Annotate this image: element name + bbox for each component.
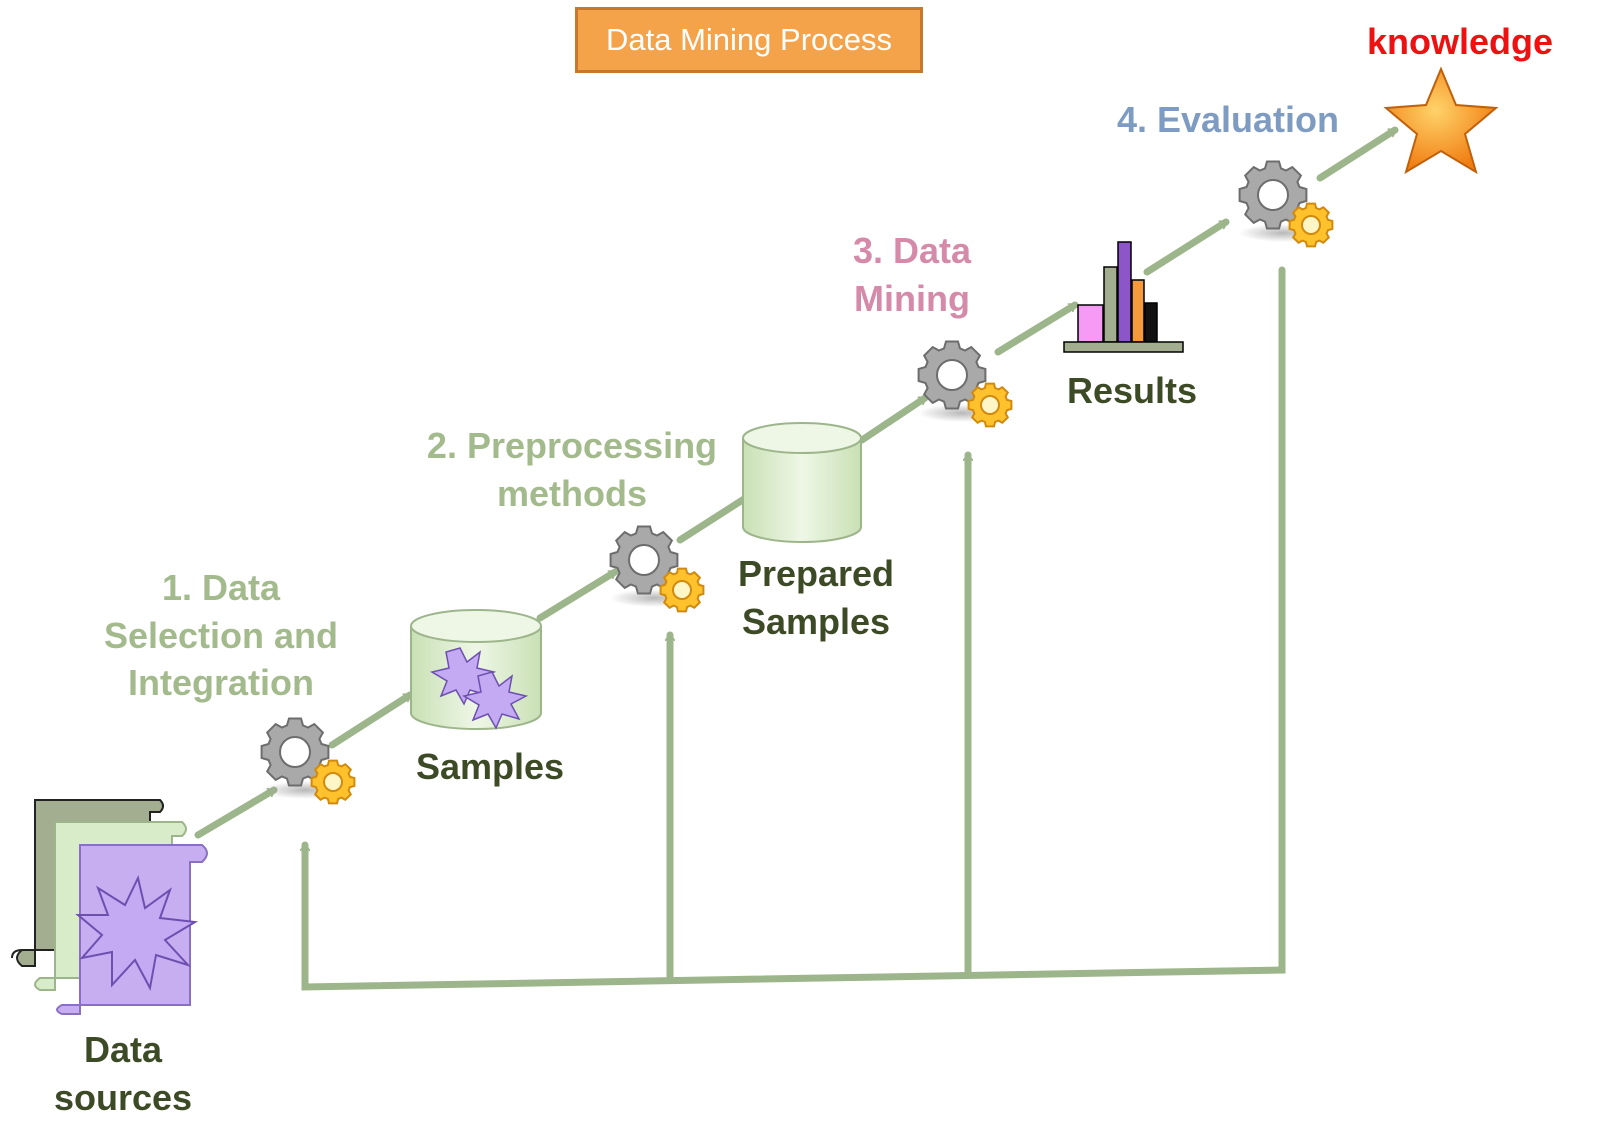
step-2-line: 2. Preprocessing <box>426 425 718 466</box>
step-2-line: methods <box>496 472 647 514</box>
database-icon <box>742 422 862 543</box>
diagram-title: Data Mining Process <box>605 22 892 57</box>
gear-icon <box>261 719 354 804</box>
step-1-line: Selection and <box>103 614 339 656</box>
step-3-line: 3. Data <box>852 230 972 271</box>
prepared-samples-label: Prepared Samples <box>722 550 910 645</box>
knowledge-label: knowledge <box>1366 21 1554 62</box>
step-3-line: Mining <box>854 277 970 319</box>
samples-label: Samples <box>415 746 565 787</box>
gear-icon <box>610 527 703 612</box>
prepared-samples-line: Prepared <box>737 553 895 594</box>
starburst-icon <box>462 671 529 730</box>
bar-chart-icon <box>1063 241 1184 353</box>
prepared-samples-line: Samples <box>741 600 891 642</box>
flow-arrows <box>194 126 1399 839</box>
data-sources-label: Data sources <box>40 1026 206 1121</box>
step-3-label: 3. Data Mining <box>832 227 992 322</box>
step-1-line: Integration <box>128 662 314 704</box>
starburst-icon <box>75 875 199 991</box>
results-label: Results <box>1066 370 1198 411</box>
step-1-line: 1. Data <box>161 567 281 608</box>
data-sources-line: sources <box>53 1076 193 1118</box>
step-2-label: 2. Preprocessing methods <box>420 422 724 517</box>
database-icon <box>410 609 542 730</box>
data-sources-line: Data <box>83 1029 163 1070</box>
feedback-lines <box>305 266 1286 991</box>
step-4-label: 4. Evaluation <box>1116 99 1340 140</box>
step-1-label: 1. Data Selection and Integration <box>90 564 352 707</box>
document-icon <box>11 799 208 1015</box>
gear-icon <box>1239 162 1332 247</box>
title-box: Data Mining Process <box>575 7 923 73</box>
star-icon <box>1383 66 1499 175</box>
